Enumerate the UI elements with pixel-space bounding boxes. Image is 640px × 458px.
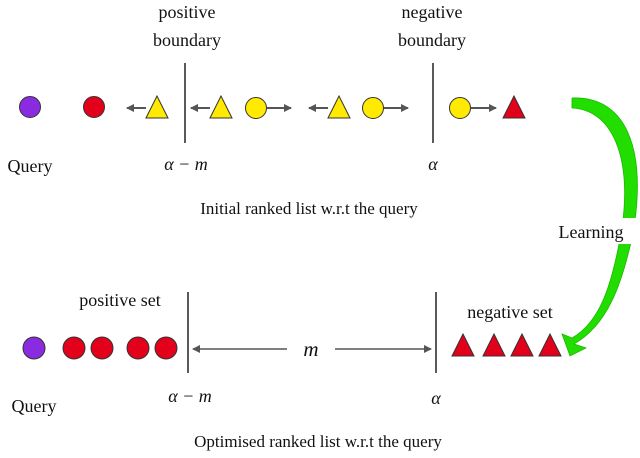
query-label: Query xyxy=(12,396,57,416)
yellow-circle xyxy=(245,97,267,119)
negative-red-triangle xyxy=(451,332,475,357)
learning-label: Learning xyxy=(559,222,624,242)
positive-red-circle xyxy=(90,336,114,360)
query-label: Query xyxy=(8,156,53,176)
query-circle xyxy=(22,336,46,360)
negative-red-triangle xyxy=(538,332,562,357)
yellow-triangle xyxy=(327,94,351,119)
yellow-circle xyxy=(362,97,384,119)
alpha-label: α xyxy=(431,388,441,408)
negative-boundary-label-line1: negative xyxy=(402,2,463,22)
negative-red-triangle xyxy=(482,332,506,357)
negative-boundary-label-line2: boundary xyxy=(398,30,466,50)
positive-red-circle xyxy=(154,336,178,360)
alpha-minus-m-label: α − m xyxy=(164,154,208,174)
yellow-triangle xyxy=(145,94,169,119)
learning-transition: Learning xyxy=(540,97,638,357)
positive-red-circle xyxy=(126,336,150,360)
initial-list-caption: Initial ranked list w.r.t the query xyxy=(200,199,418,218)
yellow-circle xyxy=(449,97,471,119)
positive-boundary-label-line2: boundary xyxy=(153,30,221,50)
red-triangle xyxy=(502,94,526,119)
positive-boundary-label-line1: positive xyxy=(159,2,216,22)
initial-ranked-list: positive boundary negative boundary Quer… xyxy=(8,2,526,218)
learning-label-bg xyxy=(540,218,638,244)
optimised-ranked-list: positive set negative set m Query α − m … xyxy=(12,290,562,451)
red-circle xyxy=(83,96,105,118)
yellow-triangle xyxy=(209,94,233,119)
positive-red-circle xyxy=(62,336,86,360)
query-circle xyxy=(19,96,41,118)
negative-red-triangle xyxy=(510,332,534,357)
negative-set-label: negative set xyxy=(467,302,552,322)
positive-set-label: positive set xyxy=(79,290,161,310)
alpha-minus-m-label: α − m xyxy=(168,386,212,406)
margin-label: m xyxy=(303,337,318,361)
optimised-list-caption: Optimised ranked list w.r.t the query xyxy=(194,432,442,451)
alpha-label: α xyxy=(428,154,438,174)
